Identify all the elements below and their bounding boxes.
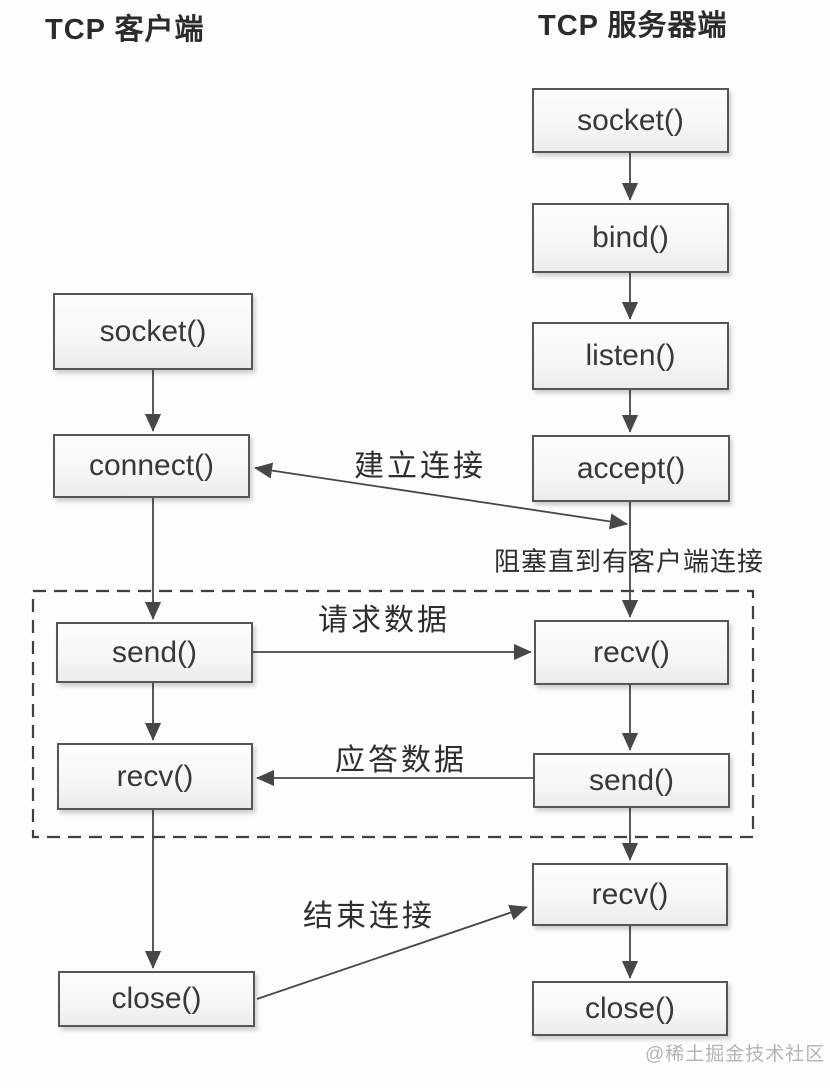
- server-column-header: TCP 服务器端: [538, 10, 728, 42]
- client-send-box: send(): [56, 622, 253, 683]
- client-socket-label: socket(): [99, 314, 207, 348]
- establish-connection-label: 建立连接: [354, 450, 486, 483]
- client-socket-box: socket(): [53, 293, 253, 370]
- block-until-client-connects-label: 阻塞直到有客户端连接: [493, 546, 765, 577]
- arrow-establish-connection-bidirectional: [254, 462, 628, 530]
- finish-connection-label: 结束连接: [303, 900, 435, 933]
- client-close-box: close(): [58, 971, 255, 1027]
- server-recv-label: recv(): [593, 635, 670, 669]
- server-bind-box: bind(): [532, 203, 729, 273]
- server-socket-box: socket(): [532, 88, 729, 153]
- client-connect-box: connect(): [53, 434, 250, 498]
- server-send-box: send(): [533, 753, 730, 808]
- client-recv-box: recv(): [57, 743, 253, 810]
- client-send-label: send(): [111, 635, 198, 669]
- request-data-label: 请求数据: [318, 604, 450, 637]
- server-accept-label: accept(): [576, 451, 686, 485]
- server-recv-box: recv(): [534, 620, 729, 685]
- server-close-label: close(): [584, 991, 675, 1025]
- client-close-label: close(): [111, 982, 202, 1015]
- client-recv-label: recv(): [116, 759, 194, 793]
- response-data-label: 应答数据: [335, 744, 467, 777]
- server-send-label: send(): [588, 763, 675, 797]
- server-accept-box: accept(): [532, 435, 730, 502]
- arrow-finish-connection-close-to-recv: [256, 904, 528, 1000]
- server-recv2-box: recv(): [532, 863, 728, 926]
- server-listen-label: listen(): [585, 339, 676, 372]
- server-bind-label: bind(): [592, 221, 669, 254]
- server-listen-box: listen(): [532, 322, 729, 390]
- data-exchange-dashed-boundary: [31, 589, 755, 839]
- watermark: @稀土掘金技术社区: [645, 1044, 826, 1065]
- server-socket-label: socket(): [577, 103, 684, 137]
- client-connect-label: connect(): [88, 449, 215, 482]
- server-recv2-label: recv(): [591, 877, 669, 911]
- server-close-box: close(): [532, 981, 728, 1036]
- client-column-header: TCP 客户端: [45, 14, 205, 46]
